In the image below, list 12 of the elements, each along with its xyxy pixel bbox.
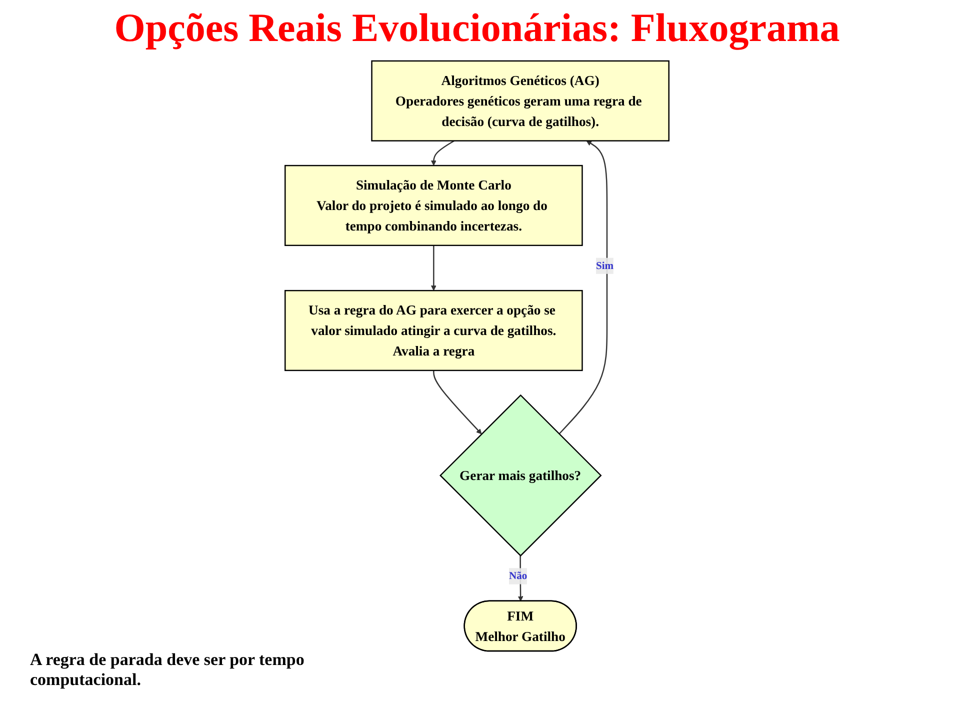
node-box: Usa a regra do AG para exercer a opção se valor simulado atingir a curva de gatilhos. Avalia a regra — [284, 290, 583, 372]
arrow — [433, 370, 482, 434]
edge-label: Não — [508, 570, 528, 582]
slide-title: Opções Reais Evolucionárias: Fluxograma — [113, 4, 841, 51]
arrow — [430, 140, 454, 166]
arrow — [558, 140, 608, 434]
arrow — [430, 245, 436, 291]
note-text: A regra de parada deve ser por tempo computacional. — [30, 650, 306, 690]
node-box: Algoritmos Genéticos (AG) Operadores genéticos geram uma regra de decisão (curva de gatilhos). — [371, 60, 670, 142]
edge-label: Sim — [596, 260, 614, 272]
node-diamond: Gerar mais gatilhos? — [440, 394, 602, 557]
node-box: Simulação de Monte Carlo Valor do projeto é simulado ao longo do tempo combinando incertezas. — [284, 164, 583, 246]
